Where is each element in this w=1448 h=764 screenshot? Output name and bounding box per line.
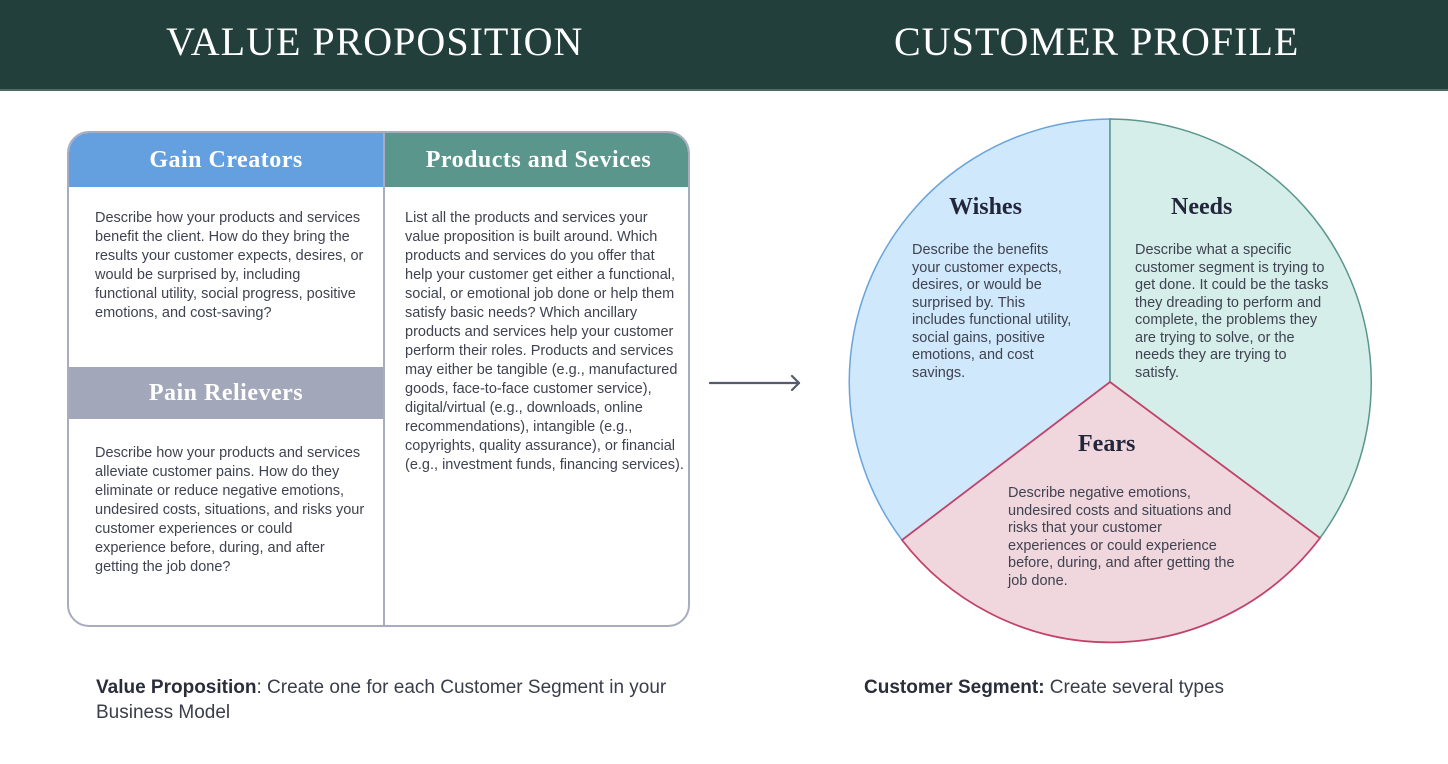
value-proposition-card: Gain Creators Products and Sevices Pain … xyxy=(67,131,690,627)
gain-creators-header: Gain Creators xyxy=(69,133,383,187)
customer-segment-note-text: Create several types xyxy=(1044,677,1225,698)
wishes-segment xyxy=(848,118,1111,542)
customer-segment-note: Customer Segment: Create several types xyxy=(864,675,1364,700)
column-divider xyxy=(383,133,385,625)
header-banner: VALUE PROPOSITION CUSTOMER PROFILE xyxy=(0,0,1448,91)
arrow-right-icon xyxy=(709,374,801,392)
gain-creators-title: Gain Creators xyxy=(149,146,303,173)
pain-relievers-title: Pain Relievers xyxy=(148,379,304,406)
customer-profile-circle: Wishes Describe the benefits your custom… xyxy=(840,112,1380,657)
products-services-header: Products and Sevices xyxy=(385,133,688,187)
customer-segment-note-label: Customer Segment: xyxy=(864,677,1045,698)
needs-title: Needs xyxy=(1171,194,1233,220)
needs-text: Describe what a specific customer segmen… xyxy=(1135,242,1329,381)
customer-profile-title: CUSTOMER PROFILE xyxy=(894,19,1300,64)
products-services-title: Products and Sevices xyxy=(425,146,652,173)
pain-relievers-header: Pain Relievers xyxy=(69,367,383,419)
pain-relievers-text: Describe how your products and services … xyxy=(95,445,365,575)
needs-segment xyxy=(1109,118,1372,540)
gain-creators-text: Describe how your products and services … xyxy=(95,210,364,321)
value-proposition-title: VALUE PROPOSITION xyxy=(166,19,584,64)
value-proposition-note-text: : Create one for each Customer Segment i… xyxy=(96,677,667,723)
value-proposition-note: Value Proposition: Create one for each C… xyxy=(96,675,696,725)
products-services-text: List all the products and services your … xyxy=(405,210,684,473)
fears-segment xyxy=(900,380,1322,644)
fears-text: Describe negative emotions, undesired co… xyxy=(1008,485,1235,589)
wishes-text: Describe the benefits your customer expe… xyxy=(912,242,1072,381)
wishes-title: Wishes xyxy=(949,194,1022,220)
value-proposition-note-label: Value Proposition xyxy=(96,677,257,698)
fears-title: Fears xyxy=(1078,431,1136,457)
